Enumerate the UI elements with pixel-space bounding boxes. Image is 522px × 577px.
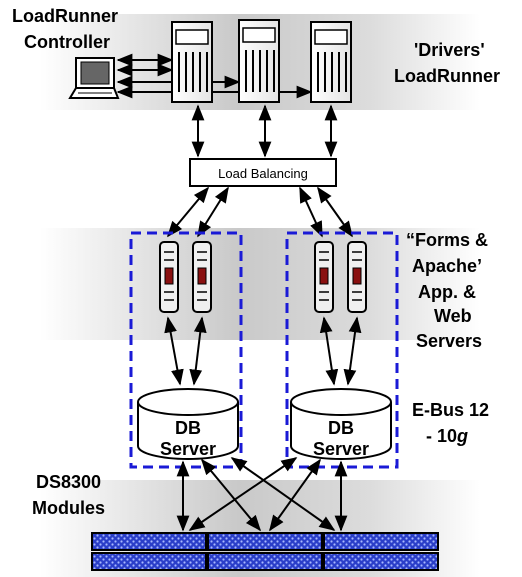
forms-label-line5: Servers bbox=[416, 331, 482, 351]
ds-label-line1: DS8300 bbox=[36, 472, 101, 492]
app-servers-band bbox=[40, 228, 480, 340]
arrow-app1-db bbox=[164, 316, 184, 386]
database-cylinder-icon: DB Server bbox=[290, 388, 392, 460]
load-balancing-label: Load Balancing bbox=[218, 166, 308, 181]
storage-module-icon bbox=[207, 532, 323, 571]
arrow-app4-db bbox=[343, 316, 362, 386]
tower-server-icon bbox=[238, 19, 280, 103]
tower-server-icon bbox=[310, 21, 352, 103]
ebus-label-prefix: - 10 bbox=[426, 426, 457, 446]
load-balancing-box: Load Balancing bbox=[189, 158, 337, 187]
ebus-label-italic: g bbox=[456, 426, 468, 446]
arrow-dbr-st2 bbox=[269, 458, 321, 532]
rack-server-icon bbox=[347, 241, 367, 313]
arrow-app2-db bbox=[189, 316, 207, 386]
tower-server-icon bbox=[171, 21, 213, 103]
db-right-label-line1: DB bbox=[328, 418, 354, 438]
storage-module-icon bbox=[91, 532, 207, 571]
rack-server-icon bbox=[192, 241, 212, 313]
storage-module-icon bbox=[323, 532, 439, 571]
ds-label-line2: Modules bbox=[32, 498, 105, 518]
drivers-label-line2: LoadRunner bbox=[394, 66, 500, 86]
controller-label-line1: LoadRunner bbox=[12, 6, 118, 26]
db-left-label-line1: DB bbox=[175, 418, 201, 438]
forms-label-line2: Apache’ bbox=[412, 256, 482, 276]
db-right-label-line2: Server bbox=[313, 439, 369, 459]
rack-server-icon bbox=[159, 241, 179, 313]
forms-label-line3: App. & bbox=[418, 282, 476, 302]
drivers-label-line1: 'Drivers' bbox=[414, 40, 485, 60]
left-cluster-box bbox=[129, 231, 243, 469]
ebus-label-line1: E-Bus 12 bbox=[412, 400, 489, 420]
database-cylinder-icon: DB Server bbox=[137, 388, 239, 460]
arrow-lb-app4 bbox=[317, 186, 353, 238]
rack-server-icon bbox=[314, 241, 334, 313]
right-cluster-box bbox=[285, 231, 399, 469]
arrow-app3-db bbox=[319, 316, 339, 386]
forms-label-line1: “Forms & bbox=[406, 230, 488, 250]
arrow-lb-app2 bbox=[197, 186, 229, 238]
ebus-label-line2: - 10g bbox=[426, 426, 468, 446]
controller-label-line2: Controller bbox=[24, 32, 110, 52]
db-left-label-line2: Server bbox=[160, 439, 216, 459]
laptop-icon bbox=[68, 57, 120, 99]
forms-label-line4: Web bbox=[434, 306, 472, 326]
